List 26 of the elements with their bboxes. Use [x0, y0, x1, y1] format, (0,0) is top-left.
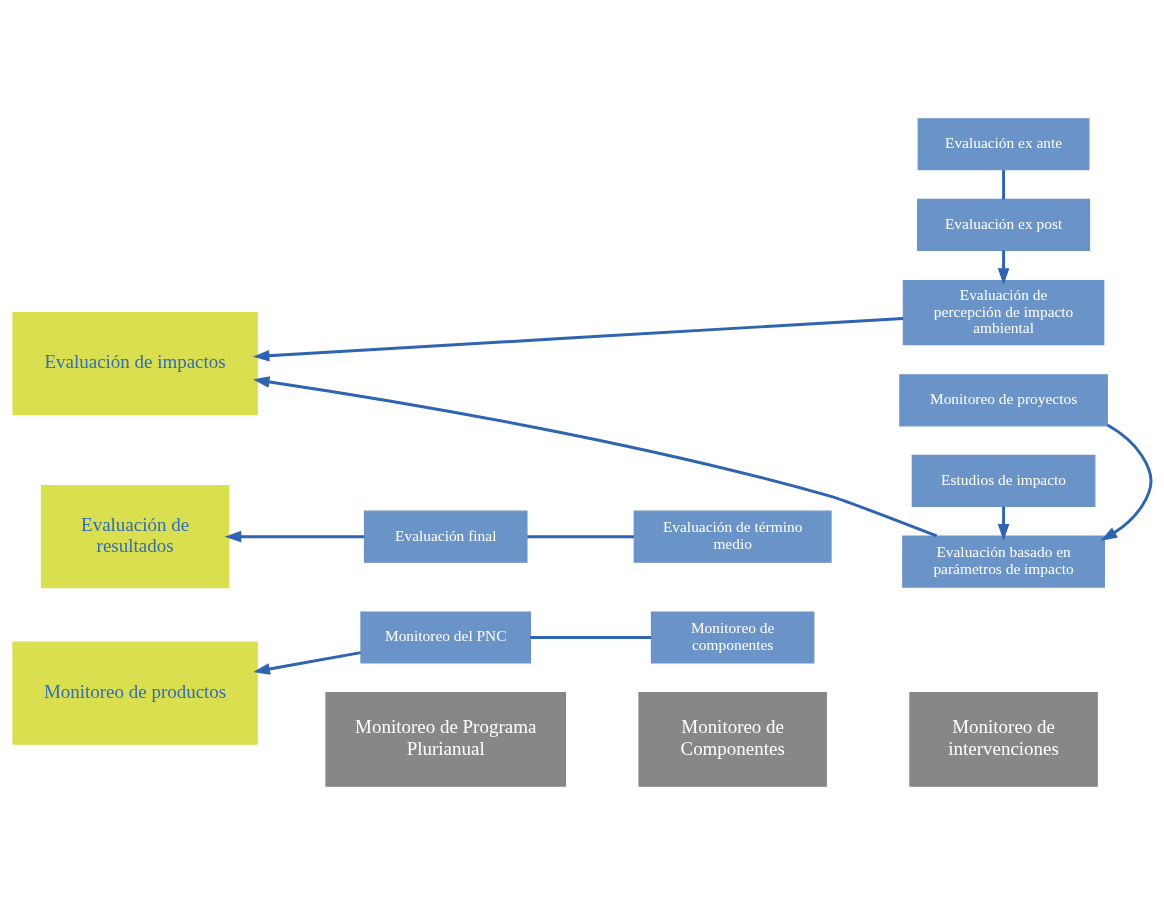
node-box: Monitoreo de productos: [12, 641, 258, 745]
arrow: [997, 506, 1010, 541]
node-box: Evaluación de percepción de impacto ambiental: [902, 280, 1105, 346]
node-box: Monitoreo de intervenciones: [909, 692, 1098, 787]
connector: [1002, 170, 1006, 200]
arrow: [253, 651, 361, 675]
connector: [530, 636, 652, 639]
arrow: [252, 376, 938, 538]
arrow: [224, 530, 365, 543]
node-box: Monitoreo del PNC: [360, 611, 532, 664]
node-box: Estudios de impacto: [911, 454, 1096, 508]
node-box: Evaluación de impactos: [12, 312, 258, 416]
connector: [527, 535, 634, 539]
arrow: [997, 250, 1010, 285]
arrow: [252, 316, 904, 362]
node-box: Monitoreo de Componentes: [638, 692, 827, 787]
node-box: Evaluación de resultados: [40, 485, 230, 589]
node-box: Monitoreo de componentes: [650, 611, 815, 664]
node-box: Evaluación de término medio: [633, 510, 832, 563]
node-box: Monitoreo de proyectos: [899, 374, 1108, 427]
node-box: Evaluación ex ante: [917, 118, 1090, 171]
node-box: Evaluación final: [363, 510, 528, 563]
node-box: Evaluación basado en parámetros de impacto: [902, 535, 1105, 588]
node-box: Monitoreo de Programa Plurianual: [325, 692, 567, 787]
node-box: Evaluación ex post: [917, 198, 1091, 251]
arrow: [1100, 423, 1153, 541]
